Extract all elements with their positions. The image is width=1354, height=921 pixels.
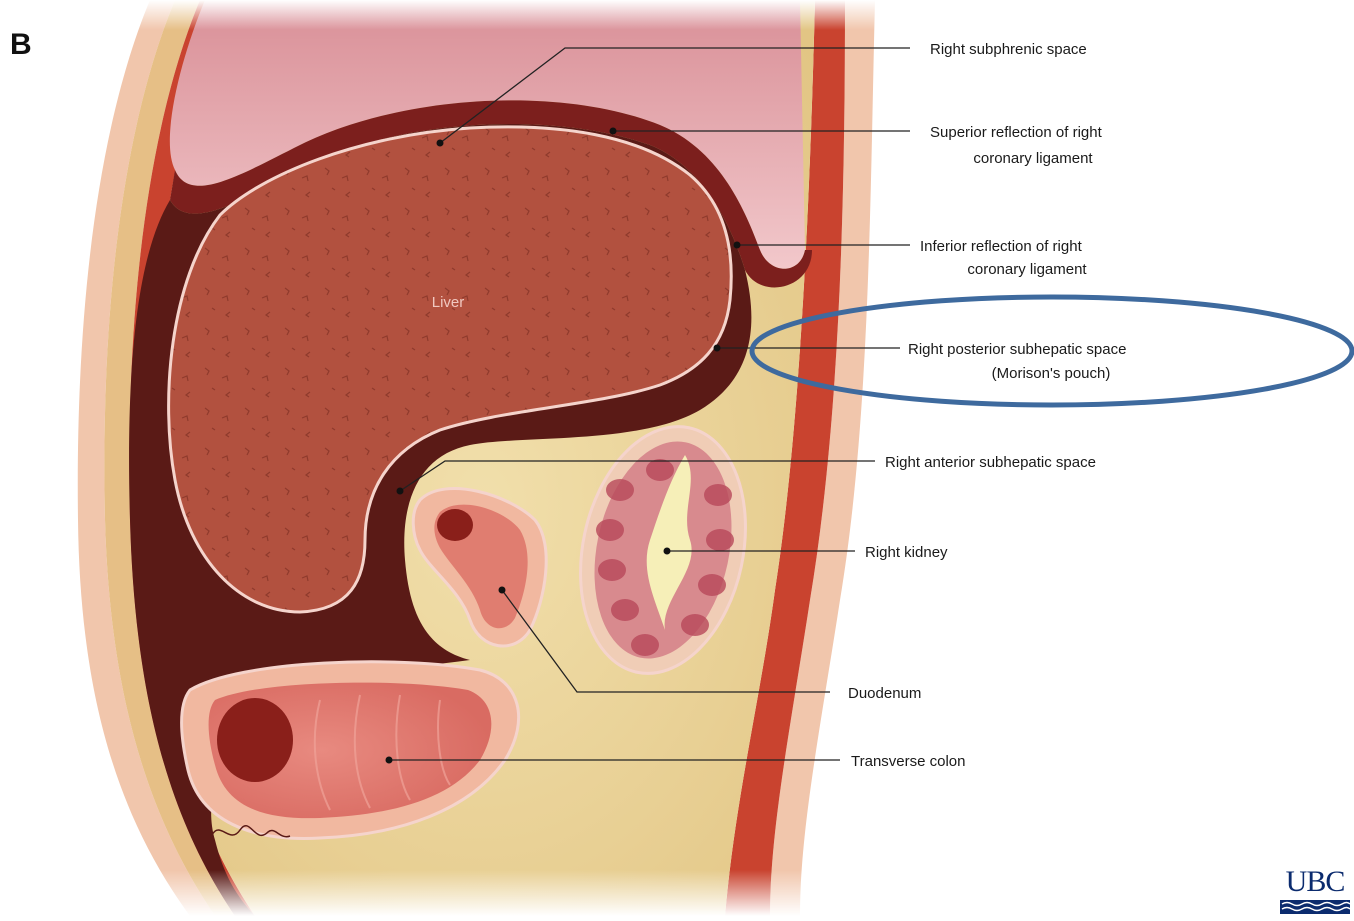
label-morisons-pouch-line2: (Morison's pouch)	[992, 365, 1111, 382]
label-superior-reflection-line2: coronary ligament	[973, 150, 1093, 167]
label-right-subphrenic-space: Right subphrenic space	[930, 41, 1087, 58]
liver-label: Liver	[432, 294, 465, 311]
label-right-kidney: Right kidney	[865, 544, 948, 561]
label-inferior-reflection-line2: coronary ligament	[967, 261, 1087, 278]
label-duodenum: Duodenum	[848, 685, 921, 702]
ubc-logo-text: UBC	[1280, 864, 1350, 900]
label-inferior-reflection-line1: Inferior reflection of right	[920, 238, 1083, 255]
ubc-logo-waves	[1280, 900, 1350, 914]
panel-letter: B	[10, 30, 32, 60]
label-superior-reflection-line1: Superior reflection of right	[930, 124, 1103, 141]
label-right-anterior-subhepatic-space: Right anterior subhepatic space	[885, 454, 1096, 471]
label-morisons-pouch-line1: Right posterior subhepatic space	[908, 341, 1126, 358]
label-transverse-colon: Transverse colon	[851, 753, 966, 770]
ubc-logo: UBC	[1280, 864, 1350, 914]
